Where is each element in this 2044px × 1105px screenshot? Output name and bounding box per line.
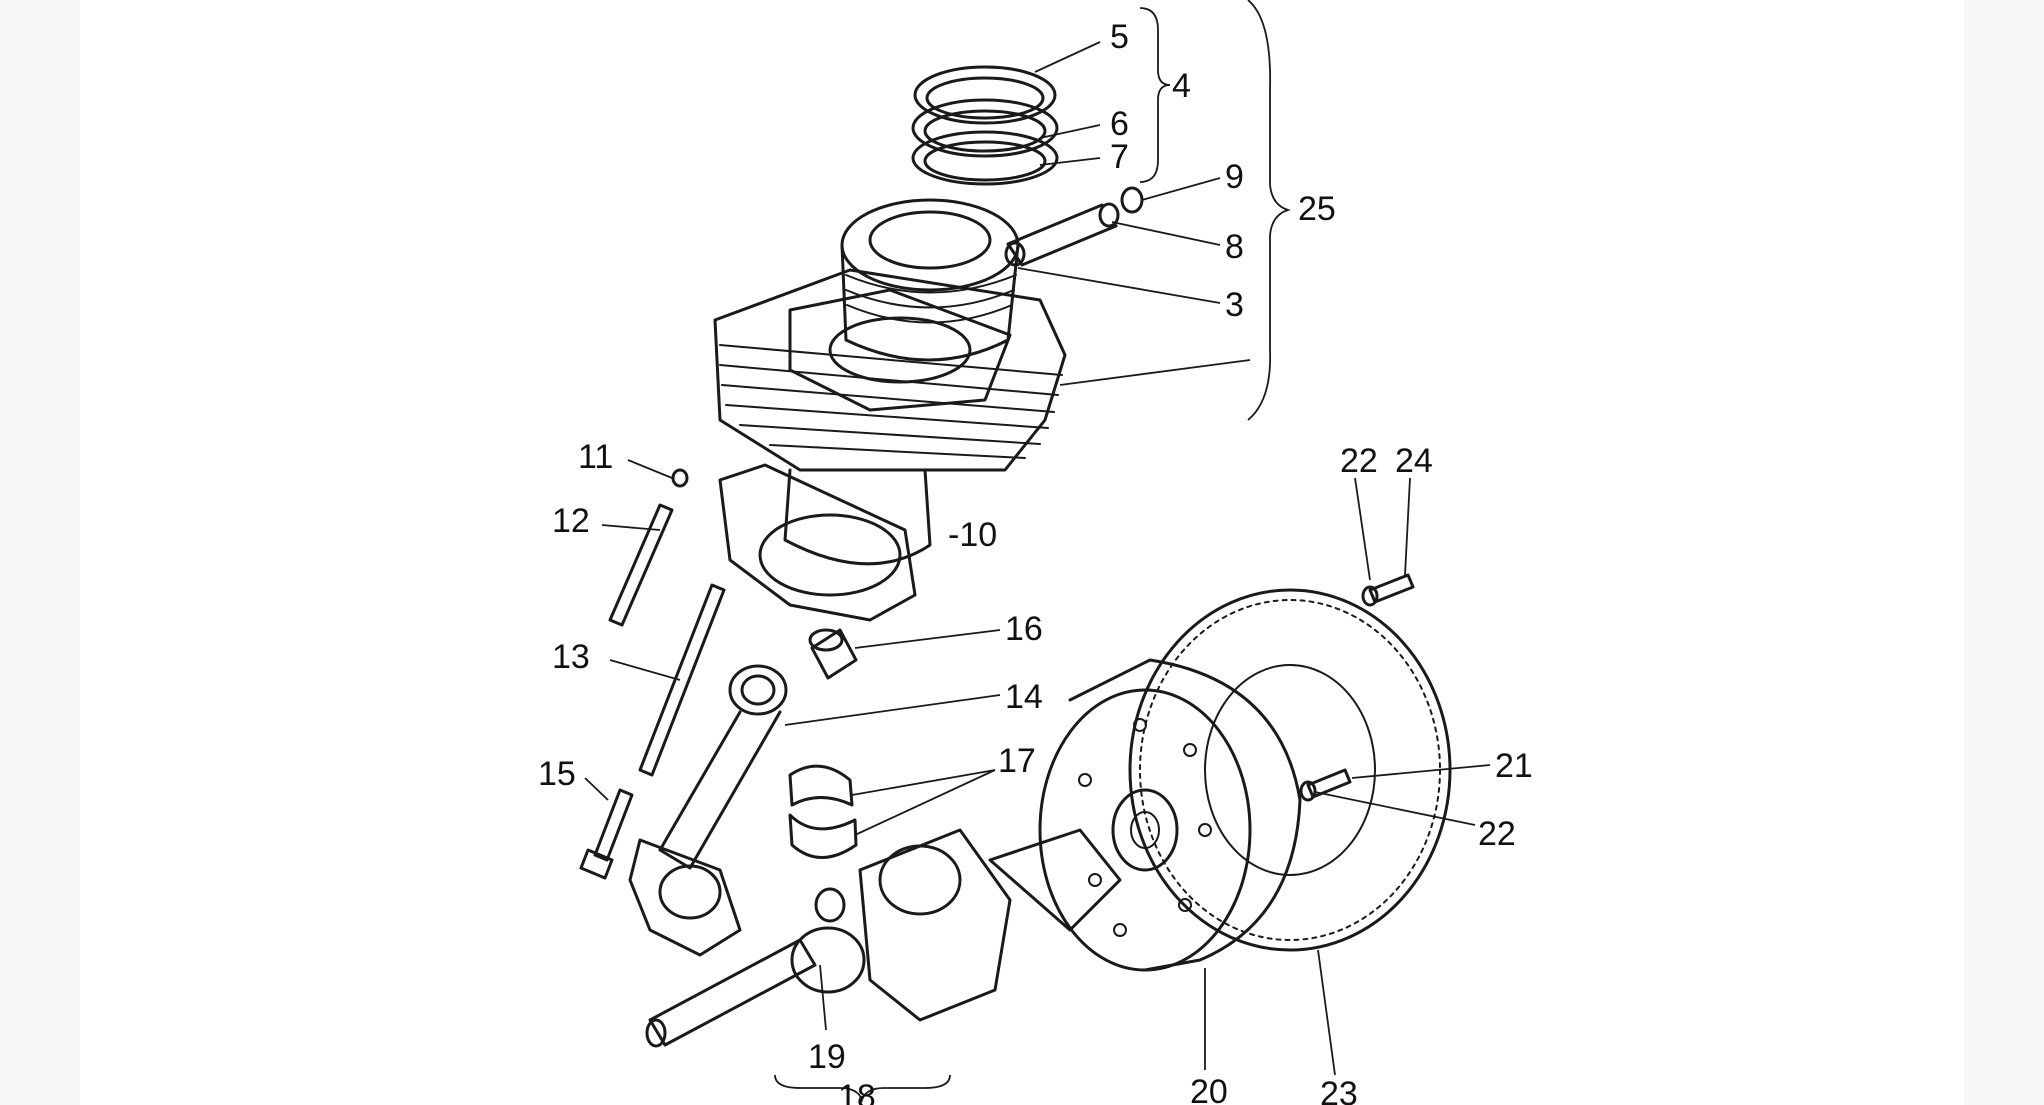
ring-gear-bolt [1361, 573, 1415, 607]
piston-rings [911, 65, 1059, 186]
crankshaft [645, 828, 1122, 1048]
label-19: 19 [808, 1038, 846, 1076]
label-21: 21 [1495, 747, 1533, 785]
connecting-rod [628, 664, 788, 957]
circlip [1120, 186, 1144, 214]
label-15: 15 [538, 755, 576, 793]
base-gasket [718, 463, 917, 622]
label-25: 25 [1298, 190, 1336, 228]
label-20: 20 [1190, 1073, 1228, 1105]
label-6: 6 [1110, 105, 1129, 143]
ring-gear [1128, 588, 1452, 952]
label-8: 8 [1225, 228, 1244, 266]
part-labels: 5 4 6 7 9 25 8 3 11 12 -10 16 13 14 17 1… [538, 18, 1533, 1105]
label-5: 5 [1110, 18, 1129, 56]
piston [840, 198, 1020, 362]
label-22a: 22 [1340, 442, 1378, 480]
label-13: 13 [552, 638, 590, 676]
label-4: 4 [1172, 67, 1191, 105]
stud-long [638, 583, 726, 777]
right-margin [1964, 0, 2044, 1105]
label-7: 7 [1110, 138, 1129, 176]
label-9: 9 [1225, 158, 1244, 196]
flywheel-bolt [1299, 768, 1352, 802]
flywheel [1038, 658, 1302, 972]
label-23: 23 [1320, 1075, 1358, 1105]
label-10: -10 [948, 516, 997, 554]
big-end-shells [788, 764, 858, 859]
cylinder-barrel [713, 268, 1067, 566]
stud-short [608, 503, 674, 627]
label-22b: 22 [1478, 815, 1516, 853]
gudgeon-pin [1004, 202, 1120, 267]
label-18: 18 [838, 1078, 876, 1105]
label-12: 12 [552, 502, 590, 540]
label-16: 16 [1005, 610, 1043, 648]
stud-bolt [579, 788, 634, 880]
label-11: 11 [578, 438, 613, 476]
label-14: 14 [1005, 678, 1043, 716]
label-17: 17 [998, 742, 1036, 780]
braces [774, 0, 1292, 1103]
label-3: 3 [1225, 286, 1244, 324]
left-margin [0, 0, 80, 1105]
label-24: 24 [1395, 442, 1433, 480]
cylinder-nut [671, 468, 689, 488]
small-end-bush [808, 628, 858, 680]
leader-lines [584, 41, 1491, 1076]
